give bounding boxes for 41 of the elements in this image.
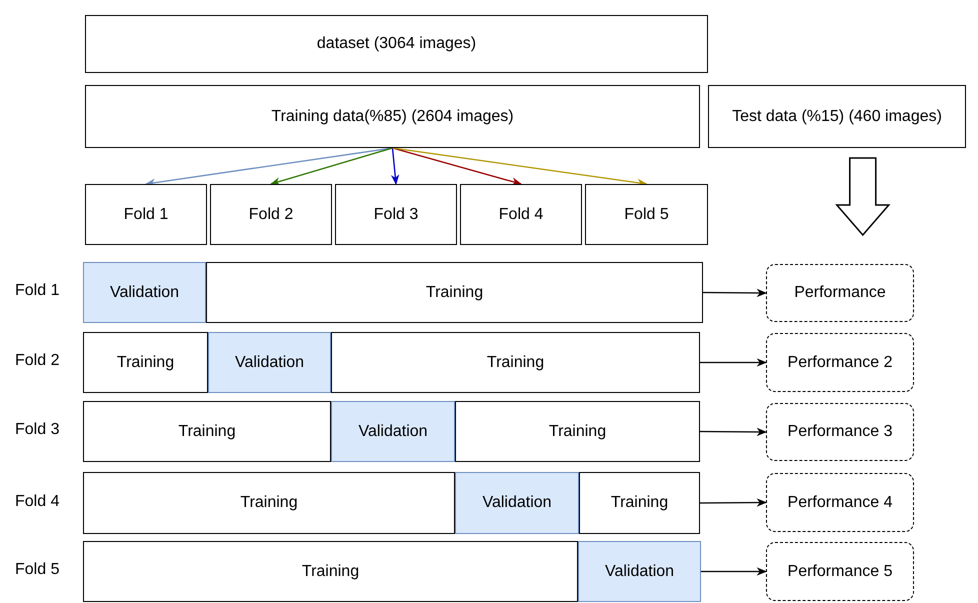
validation-box: Validation xyxy=(83,262,206,323)
arrow xyxy=(700,498,768,507)
arrow xyxy=(700,428,768,436)
process-box: Fold 1 xyxy=(85,184,207,245)
row-label: Fold 4 xyxy=(15,493,60,511)
process-box: Fold 5 xyxy=(585,184,708,245)
process-box: Training xyxy=(83,472,455,534)
arrow xyxy=(392,147,522,186)
result-box: Performance 3 xyxy=(766,403,914,461)
arrow xyxy=(392,147,648,187)
process-box: Fold 2 xyxy=(210,184,332,245)
process-box: Training data(%85) (2604 images) xyxy=(85,85,700,148)
block-arrow xyxy=(835,157,890,236)
row-label: Fold 2 xyxy=(15,352,60,370)
arrow xyxy=(703,288,768,298)
result-box: Performance 5 xyxy=(766,542,914,601)
result-box: Performance 2 xyxy=(766,333,914,392)
process-box: Test data (%15) (460 images) xyxy=(708,85,966,148)
process-box: Training xyxy=(331,332,700,393)
process-box: Training xyxy=(83,541,578,602)
arrow xyxy=(701,567,768,576)
result-box: Performance 4 xyxy=(766,473,914,532)
arrow xyxy=(700,358,768,367)
process-box: Training xyxy=(83,401,331,462)
process-box: Fold 4 xyxy=(460,184,582,245)
process-box: Training xyxy=(455,401,700,462)
row-label: Fold 1 xyxy=(15,282,60,300)
process-box: Training xyxy=(206,262,703,323)
process-box: Training xyxy=(579,472,700,534)
validation-box: Validation xyxy=(331,401,455,462)
process-box: Fold 3 xyxy=(335,184,457,245)
arrow xyxy=(390,148,400,186)
row-label: Fold 3 xyxy=(15,421,60,439)
process-box: Training xyxy=(83,332,208,393)
validation-box: Validation xyxy=(455,472,579,534)
row-label: Fold 5 xyxy=(15,561,60,579)
result-box: Performance xyxy=(766,264,914,322)
arrow xyxy=(270,147,393,186)
process-box: dataset (3064 images) xyxy=(85,15,708,73)
validation-box: Validation xyxy=(208,332,331,393)
validation-box: Validation xyxy=(578,541,701,602)
